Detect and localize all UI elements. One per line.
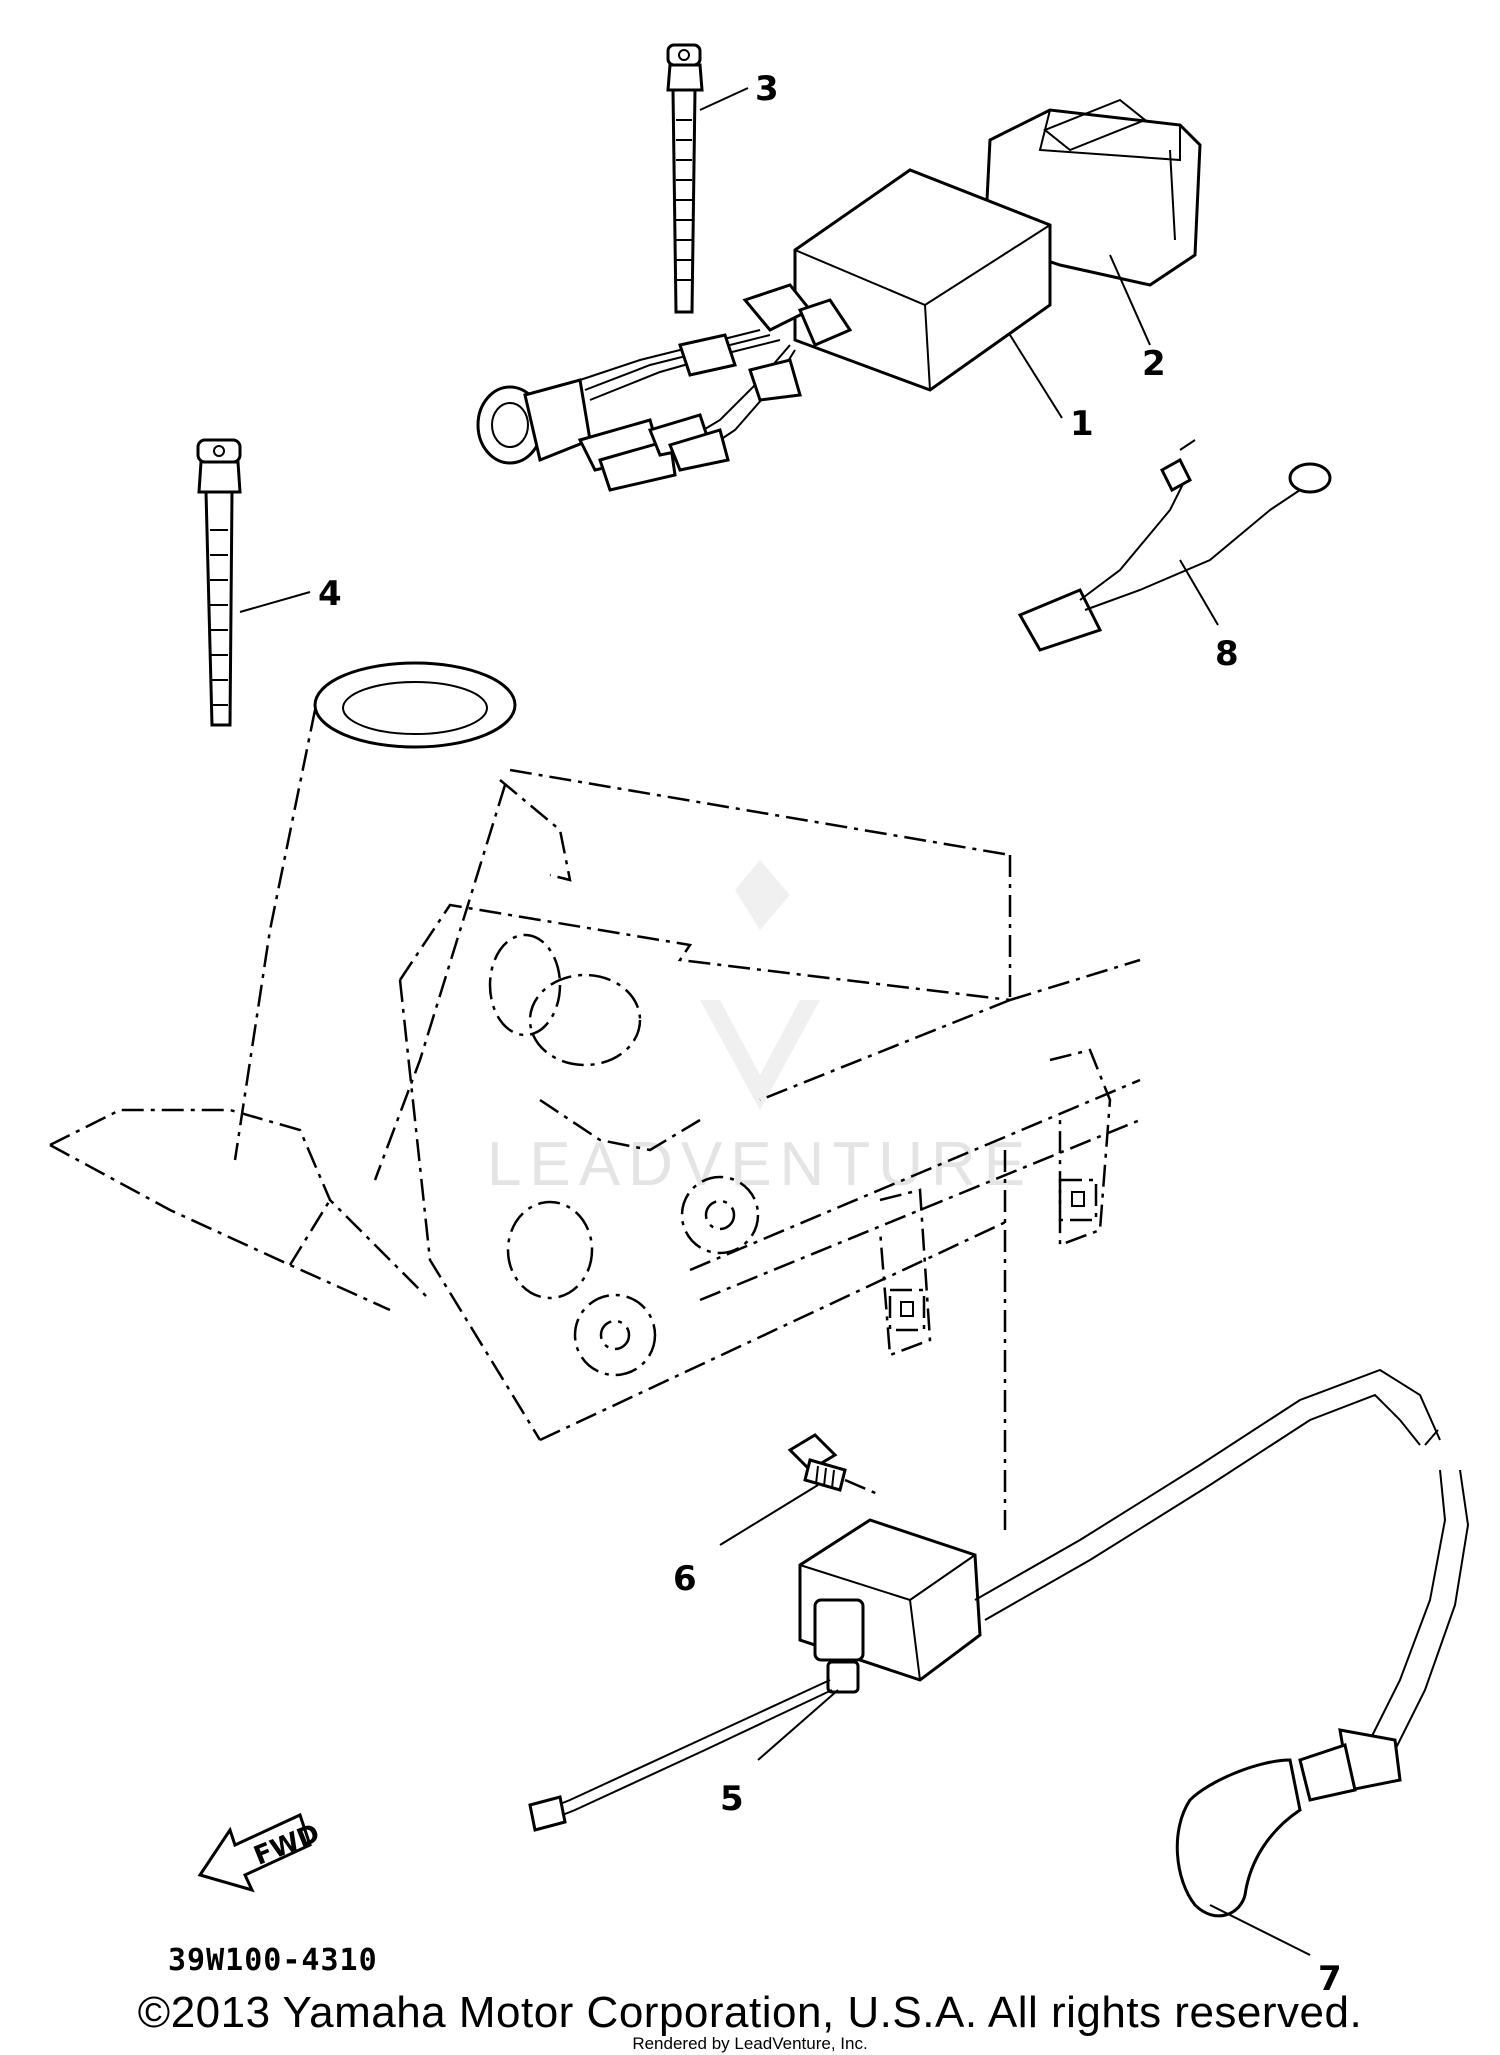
callout-5: 5: [720, 1779, 744, 1819]
ignition-coil-5: [528, 1518, 982, 1832]
callout-7: 7: [1318, 1959, 1342, 1999]
callout-4: 4: [318, 574, 342, 614]
copyright-notice: ©2013 Yamaha Motor Corporation, U.S.A. A…: [137, 1988, 1363, 2037]
bolt-6: [787, 1433, 881, 1497]
spark-plug-cap-7: [974, 1368, 1470, 1918]
callout-3: 3: [755, 69, 779, 109]
callout-2: 2: [1142, 344, 1166, 384]
callout-8: 8: [1215, 634, 1239, 674]
forward-direction-arrow: FWD: [197, 1812, 324, 1893]
leadventure-watermark: LEADVENTURE: [487, 860, 1033, 1199]
watermark-text: LEADVENTURE: [487, 1130, 1033, 1199]
cable-tie-3: [666, 43, 704, 314]
diagram-part-code: 39W100-4310: [168, 1943, 378, 1978]
lead-wire-8: [1017, 439, 1332, 652]
callout-1: 1: [1070, 404, 1094, 444]
frame-outline: [49, 661, 1141, 1530]
rendered-by-credit: Rendered by LeadVenture, Inc.: [632, 2034, 868, 2053]
cable-tie-4: [196, 438, 242, 727]
callout-6: 6: [673, 1559, 697, 1599]
leader-lines: [239, 87, 1311, 1956]
cdi-unit-1: [476, 168, 1052, 492]
callout-numbers: 1 2 3 4 5 6 7 8: [318, 69, 1342, 1999]
